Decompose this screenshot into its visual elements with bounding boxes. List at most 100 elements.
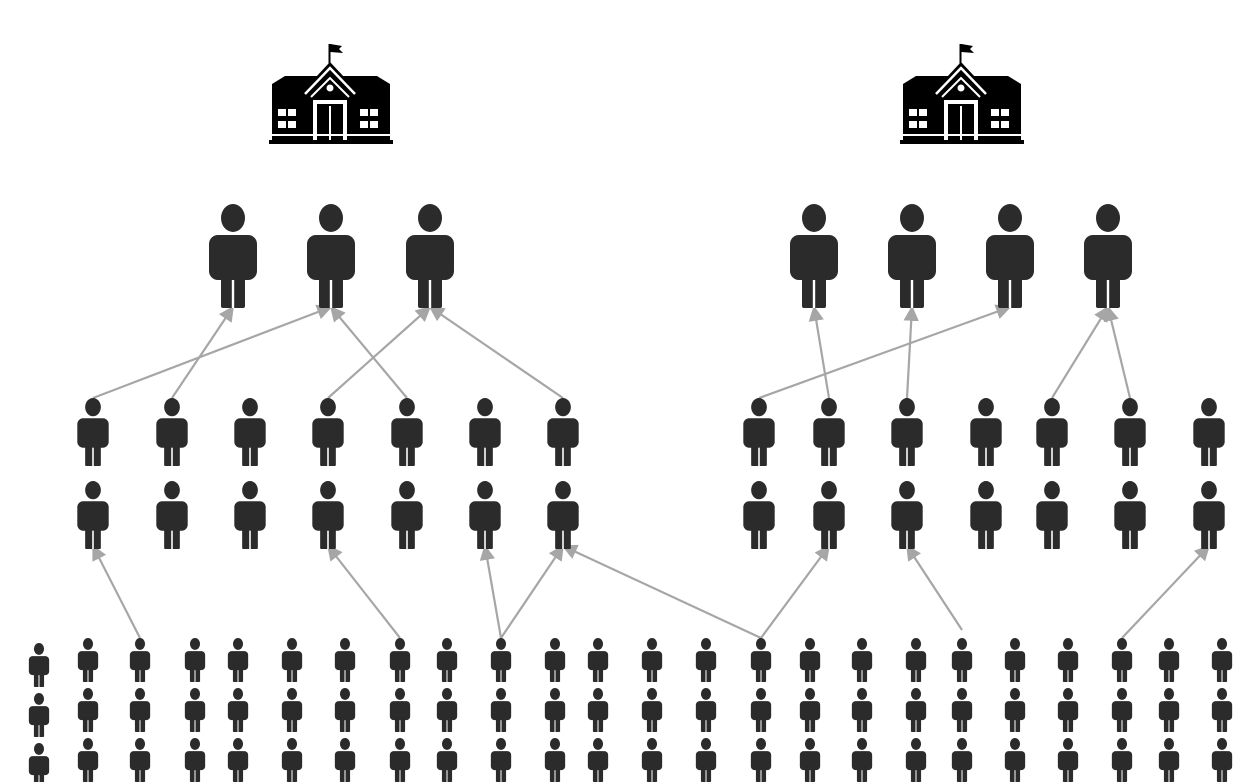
- bottom-person-r3-c10: [490, 738, 512, 782]
- bottom-person-r1-c3: [129, 638, 151, 682]
- bottom-person-r2-c5: [227, 688, 249, 732]
- bottom-person-r3-c3: [129, 738, 151, 782]
- bottom-person-r3-c4: [184, 738, 206, 782]
- top-person-right-4: [1084, 204, 1132, 308]
- bottom-person-r2-c16: [799, 688, 821, 732]
- arrows-layer: [92, 304, 1211, 639]
- bottom-person-r1-c18: [905, 638, 927, 682]
- middle-person-right-r2-c3: [891, 481, 923, 549]
- arrow-7: [808, 305, 831, 399]
- bottom-person-r2-c2: [77, 688, 99, 732]
- middle-person-right-r1-c4: [970, 398, 1002, 466]
- bottom-person-r3-c8: [389, 738, 411, 782]
- bottom-person-r1-c8: [389, 638, 411, 682]
- arrow-3: [327, 305, 432, 399]
- middle-person-left-r1-c7: [547, 398, 579, 466]
- bottom-person-r1-c22: [1111, 638, 1133, 682]
- arrow-17: [906, 544, 963, 631]
- bottom-person-r1-c21: [1057, 638, 1079, 682]
- bottom-person-r3-c6: [281, 738, 303, 782]
- bottom-person-r3-c9: [436, 738, 458, 782]
- bottom-person-r2-c10: [490, 688, 512, 732]
- bottom-person-r2-c20: [1004, 688, 1026, 732]
- bottom-person-r1-c5: [227, 638, 249, 682]
- bottom-person-r1-c17: [851, 638, 873, 682]
- bottom-person-r3-c17: [851, 738, 873, 782]
- bottom-person-r2-c8: [389, 688, 411, 732]
- top-person-right-2: [888, 204, 936, 308]
- bottom-person-r1-c11: [544, 638, 566, 682]
- bottom-person-r1-c16: [799, 638, 821, 682]
- middle-person-right-r1-c1: [743, 398, 775, 466]
- bottom-person-r2-c11: [544, 688, 566, 732]
- top-person-right-1: [790, 204, 838, 308]
- bottom-person-r1-c4: [184, 638, 206, 682]
- bottom-person-r2-c24: [1211, 688, 1233, 732]
- middle-person-left-r2-c2: [156, 481, 188, 549]
- school-right-icon: [900, 44, 1024, 144]
- middle-person-left-r2-c5: [391, 481, 423, 549]
- middle-person-left-r2-c4: [312, 481, 344, 549]
- bottom-person-r1-c20: [1004, 638, 1026, 682]
- arrow-15: [561, 544, 762, 639]
- arrow-6: [758, 304, 1012, 400]
- bottom-person-r2-c21: [1057, 688, 1079, 732]
- bottom-person-r2-c19: [951, 688, 973, 732]
- schools-layer: [269, 44, 1024, 144]
- bottom-person-r1-c19: [951, 638, 973, 682]
- bottom-person-r2-c17: [851, 688, 873, 732]
- top-person-left-1: [209, 204, 257, 308]
- bottom-person-r3-c12: [587, 738, 609, 782]
- middle-person-left-r2-c6: [469, 481, 501, 549]
- bottom-person-r1-c24: [1211, 638, 1233, 682]
- arrow-2: [171, 305, 234, 399]
- middle-person-left-r2-c3: [234, 481, 266, 549]
- middle-person-right-r1-c7: [1193, 398, 1225, 466]
- bottom-person-r1-c10: [490, 638, 512, 682]
- arrow-18: [1121, 544, 1211, 639]
- middle-person-left-r2-c1: [77, 481, 109, 549]
- bottom-person-r2-c1: [28, 693, 50, 737]
- middle-person-right-r2-c7: [1193, 481, 1225, 549]
- bottom-person-r1-c7: [334, 638, 356, 682]
- arrow-14: [500, 544, 564, 639]
- arrow-8: [903, 305, 919, 399]
- bottom-person-r1-c14: [695, 638, 717, 682]
- middle-person-right-r1-c5: [1036, 398, 1068, 466]
- middle-person-right-r2-c4: [970, 481, 1002, 549]
- bottom-person-r3-c22: [1111, 738, 1133, 782]
- bottom-person-r2-c15: [750, 688, 772, 732]
- bottom-person-r2-c4: [184, 688, 206, 732]
- middle-person-left-r2-c7: [547, 481, 579, 549]
- middle-person-right-r2-c2: [813, 481, 845, 549]
- people-layer: [28, 204, 1233, 782]
- bottom-person-r3-c1: [28, 743, 50, 782]
- bottom-person-r3-c15: [750, 738, 772, 782]
- middle-person-left-r1-c2: [156, 398, 188, 466]
- bottom-person-r1-c6: [281, 638, 303, 682]
- bottom-person-r3-c7: [334, 738, 356, 782]
- bottom-person-r1-c12: [587, 638, 609, 682]
- arrow-16: [760, 544, 830, 639]
- bottom-person-r2-c7: [334, 688, 356, 732]
- bottom-person-r1-c13: [641, 638, 663, 682]
- arrow-13: [479, 544, 503, 639]
- arrow-10: [1103, 305, 1132, 399]
- bottom-person-r3-c24: [1211, 738, 1233, 782]
- middle-person-left-r1-c3: [234, 398, 266, 466]
- middle-person-right-r2-c6: [1114, 481, 1146, 549]
- arrow-4: [330, 305, 408, 399]
- bottom-person-r1-c23: [1158, 638, 1180, 682]
- top-person-right-3: [986, 204, 1034, 308]
- bottom-person-r2-c9: [436, 688, 458, 732]
- middle-person-left-r1-c4: [312, 398, 344, 466]
- bottom-person-r2-c6: [281, 688, 303, 732]
- middle-person-right-r1-c2: [813, 398, 845, 466]
- bottom-person-r3-c2: [77, 738, 99, 782]
- bottom-person-r2-c12: [587, 688, 609, 732]
- arrow-9: [1051, 305, 1109, 399]
- bottom-person-r1-c15: [750, 638, 772, 682]
- arrow-11: [92, 544, 141, 639]
